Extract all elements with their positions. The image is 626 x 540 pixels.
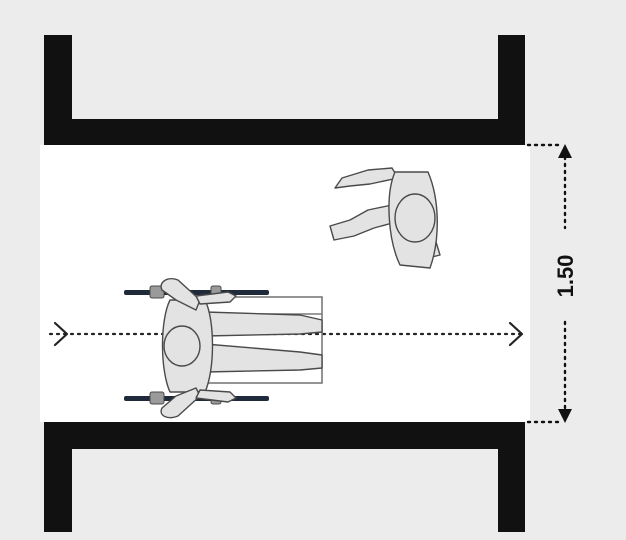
dimension-marker: [526, 143, 567, 424]
bottom-wall: [44, 422, 525, 532]
arrow-right-icon: [508, 321, 524, 347]
corridor-floor: [40, 145, 530, 422]
dimension-label: 1.50: [553, 255, 578, 298]
person-walking-icon: [329, 167, 441, 269]
wheelchair-user-icon: [124, 278, 323, 419]
arrow-right-icon: [53, 321, 69, 347]
top-wall: [44, 35, 525, 145]
dimension-arrow-bottom: [558, 409, 572, 423]
dimension-arrow-top: [558, 144, 572, 158]
